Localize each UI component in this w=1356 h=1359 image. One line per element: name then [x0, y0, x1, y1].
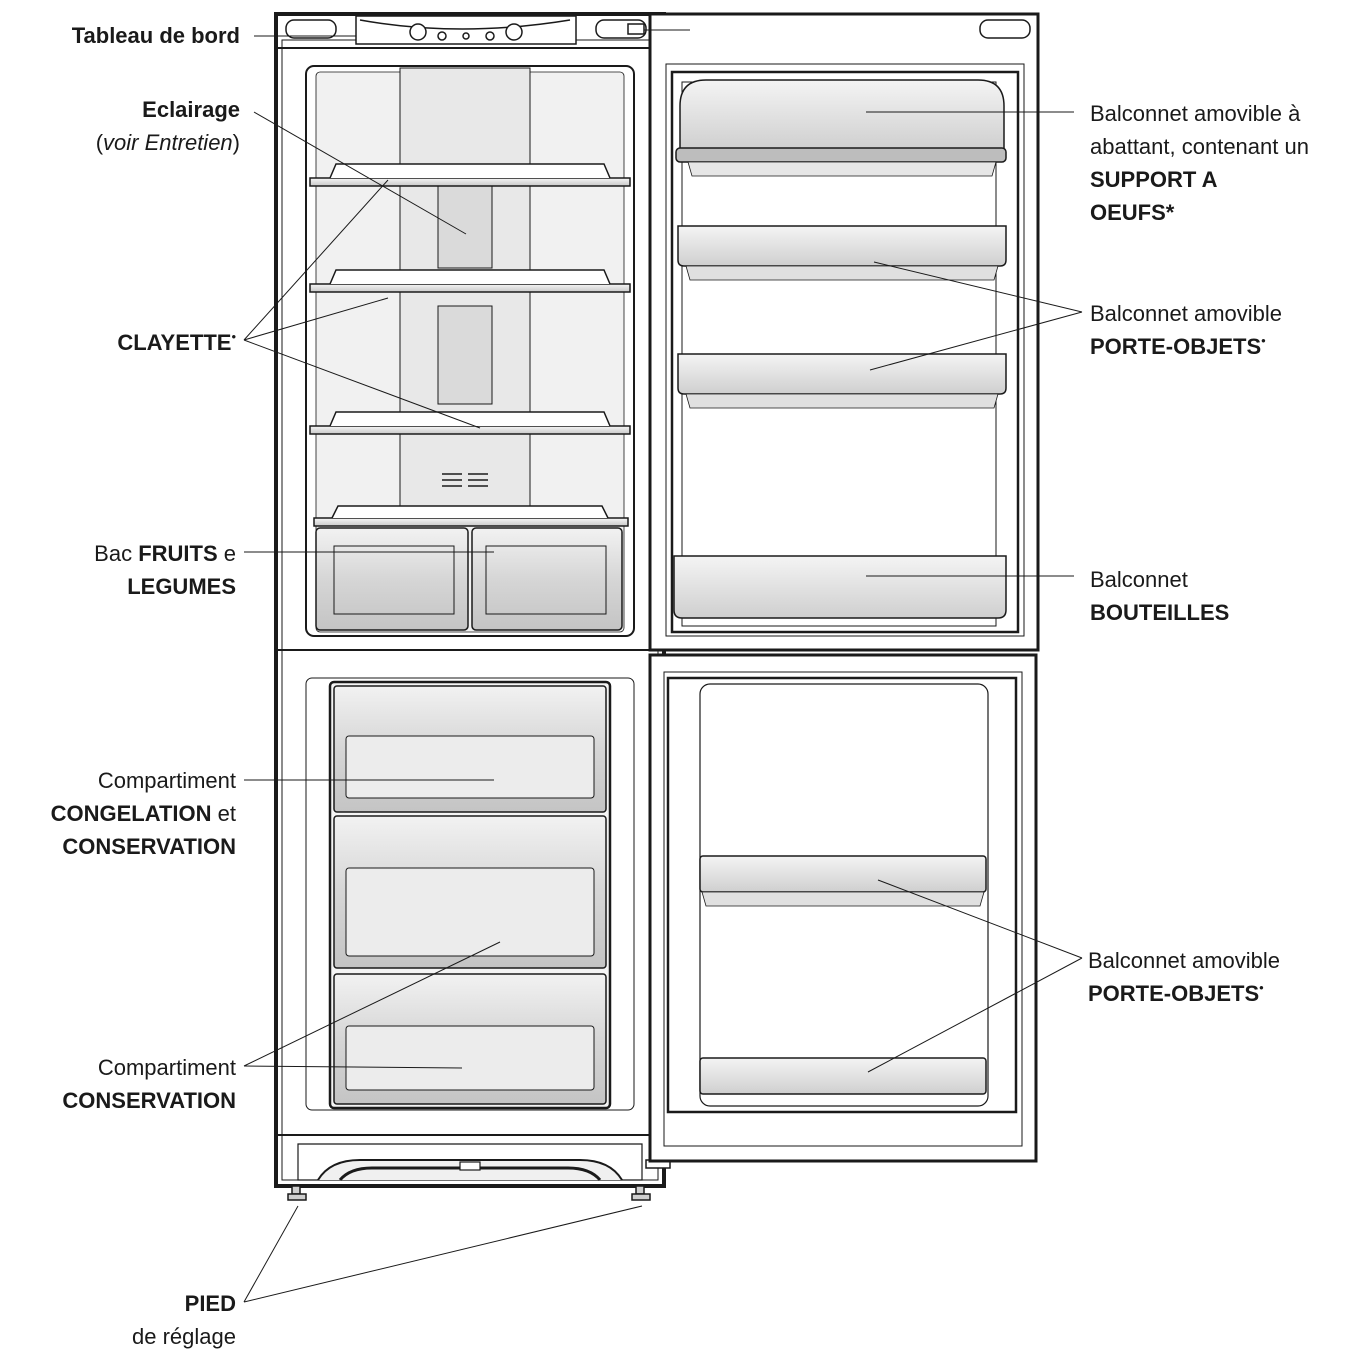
label-conservation: Compartiment CONSERVATION [62, 1051, 236, 1117]
plinth [297, 1143, 643, 1182]
label-bold-1: PORTE-OBJETS [1088, 981, 1260, 1006]
label-text: Tableau de bord [71, 23, 240, 48]
door-bin-middle-1 [677, 225, 1007, 281]
label-line-2: PORTE-OBJETS• [1088, 977, 1280, 1010]
label-clayette: CLAYETTE• [117, 326, 236, 359]
label-balconnet-oeufs: Balconnet amovible à abattant, contenant… [1090, 97, 1309, 229]
door-bin-egg [675, 79, 1007, 177]
label-mid: et [211, 801, 236, 826]
label-line-1: Bac FRUITS e [94, 537, 236, 570]
shelf-2 [309, 269, 631, 293]
adjustable-feet [287, 1185, 651, 1201]
label-text: CLAYETTE [117, 330, 232, 355]
label-bold-1: CONGELATION [50, 801, 212, 826]
shelf-1 [309, 163, 631, 187]
label-mid: e [217, 541, 236, 566]
label-line-1: PIED [184, 1291, 236, 1316]
glass-shelves [309, 163, 631, 527]
crisper-drawers [315, 527, 623, 631]
crisper-cover [313, 505, 629, 527]
freezer-door-bin-2 [699, 1057, 987, 1095]
label-line-4: OEUFS* [1090, 196, 1309, 229]
label-line-2: BOUTEILLES [1090, 600, 1230, 625]
label-line-1: Balconnet [1090, 567, 1188, 592]
label-line-1: Balconnet amovible à [1090, 101, 1301, 126]
label-bold-1: PORTE-OBJETS [1090, 334, 1262, 359]
label-line-2: LEGUMES [127, 574, 236, 599]
bullet-mark: • [1261, 333, 1266, 348]
label-line-1: Balconnet amovible [1090, 301, 1283, 326]
door-bin-middle-2 [677, 353, 1007, 409]
label-tableau-de-bord: Tableau de bord [72, 19, 240, 52]
door-bin-bottles [673, 555, 1007, 619]
label-pre: Bac [94, 541, 139, 566]
paren-close: ) [232, 130, 240, 155]
label-line-2: de réglage [132, 1324, 236, 1349]
label-note: (voir Entretien) [96, 126, 240, 159]
note-text: voir Entretien [103, 130, 233, 155]
label-line-2: CONGELATION et [51, 797, 236, 830]
label-bold-2: OEUFS [1090, 200, 1166, 225]
label-line-2: abattant, contenant un [1090, 134, 1309, 159]
label-balconnet-bouteilles: Balconnet BOUTEILLES [1090, 563, 1229, 629]
label-balconnet-porte-objets-haut: Balconnet amovible PORTE-OBJETS• [1090, 297, 1282, 363]
shelf-3 [309, 411, 631, 435]
label-line-1: Balconnet amovible [1088, 948, 1281, 973]
label-balconnet-porte-objets-bas: Balconnet amovible PORTE-OBJETS• [1088, 944, 1280, 1010]
label-congelation: Compartiment CONGELATION et CONSERVATION [51, 764, 236, 863]
paren-open: ( [95, 130, 104, 155]
asterisk-mark: * [1165, 200, 1175, 225]
label-line-1: Compartiment [97, 1055, 236, 1080]
label-line-3: CONSERVATION [62, 834, 236, 859]
fridge-compartment [305, 65, 635, 637]
bullet-mark: • [231, 329, 236, 344]
label-title: Eclairage [142, 97, 240, 122]
bullet-mark: • [1259, 980, 1264, 995]
label-line-1: Compartiment [97, 768, 236, 793]
label-line-2: CONSERVATION [62, 1088, 236, 1113]
freezer-door-bin-1 [699, 855, 987, 907]
label-eclairage: Eclairage (voir Entretien) [96, 93, 240, 159]
vent-grille-icon [442, 473, 488, 487]
freezer-drawers [333, 685, 607, 1105]
label-pied: PIED de réglage [132, 1287, 236, 1353]
label-line-2: PORTE-OBJETS• [1090, 330, 1282, 363]
label-line-3: SUPPORT A [1090, 167, 1218, 192]
label-bold-1: FRUITS [138, 541, 218, 566]
leader-lines [243, 29, 1083, 1303]
label-bac-fruits-legumes: Bac FRUITS e LEGUMES [94, 537, 236, 603]
control-panel [285, 15, 647, 45]
